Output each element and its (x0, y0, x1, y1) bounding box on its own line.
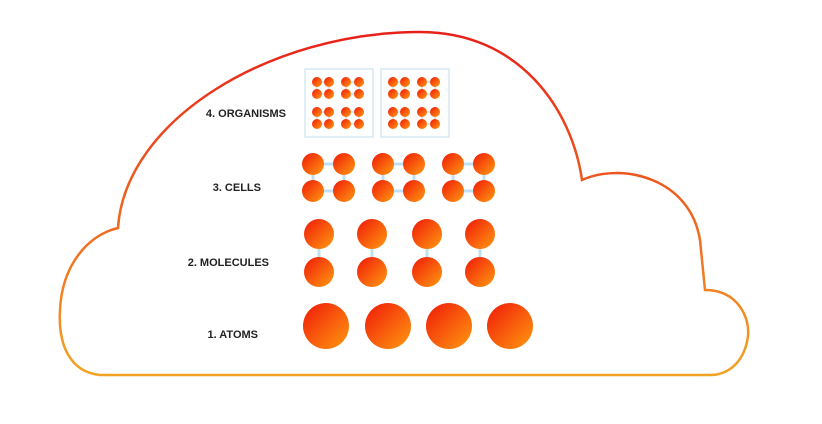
atom (365, 303, 411, 349)
level-label-molecules: 2. MOLECULES (188, 257, 269, 269)
cell-atom (473, 180, 495, 202)
organism-cell (417, 77, 427, 87)
cell-atom (473, 153, 495, 175)
molecule-atom (412, 257, 442, 287)
organism-cell (324, 77, 334, 87)
cell-atom (302, 180, 324, 202)
level-label-atoms: 1. ATOMS (207, 329, 258, 341)
organism-box (304, 68, 374, 138)
organism-cell (312, 119, 322, 129)
organism-cell (430, 77, 440, 87)
molecule-atom (357, 257, 387, 287)
cell-atom (372, 180, 394, 202)
molecule-atom (465, 257, 495, 287)
cloud-outline (58, 30, 750, 377)
atom (426, 303, 472, 349)
organism-cell (354, 89, 364, 99)
organism-box (380, 68, 450, 138)
atom (487, 303, 533, 349)
organism-cell (388, 89, 398, 99)
atom (303, 303, 349, 349)
cell-atom (403, 180, 425, 202)
cell-atom (442, 153, 464, 175)
level-label-organisms: 4. ORGANISMS (206, 108, 286, 120)
organism-cell (324, 119, 334, 129)
molecule-atom (357, 219, 387, 249)
level-label-cells: 3. CELLS (213, 182, 261, 194)
organism-cell (312, 77, 322, 87)
organism-cell (388, 77, 398, 87)
organism-cell (400, 119, 410, 129)
organism-cell (430, 119, 440, 129)
cell-atom (302, 153, 324, 175)
cell-atom (333, 153, 355, 175)
organism-cell (400, 107, 410, 117)
organism-cell (341, 119, 351, 129)
organism-cell (354, 77, 364, 87)
organism-cell (312, 89, 322, 99)
cell-atom (442, 180, 464, 202)
cell-atom (403, 153, 425, 175)
organism-cell (417, 119, 427, 129)
molecule-atom (304, 257, 334, 287)
organism-cell (388, 107, 398, 117)
organism-cell (400, 77, 410, 87)
organism-cell (400, 89, 410, 99)
organism-cell (341, 77, 351, 87)
organism-cell (354, 107, 364, 117)
molecule-atom (304, 219, 334, 249)
molecule-atom (465, 219, 495, 249)
cell-atom (372, 153, 394, 175)
organism-cell (324, 107, 334, 117)
molecule-atom (412, 219, 442, 249)
organism-cell (341, 89, 351, 99)
organism-cell (417, 89, 427, 99)
organism-cell (430, 89, 440, 99)
organism-cell (388, 119, 398, 129)
organism-cell (417, 107, 427, 117)
organism-cell (324, 89, 334, 99)
organism-cell (341, 107, 351, 117)
organism-cell (430, 107, 440, 117)
cell-atom (333, 180, 355, 202)
organism-cell (312, 107, 322, 117)
organism-cell (354, 119, 364, 129)
